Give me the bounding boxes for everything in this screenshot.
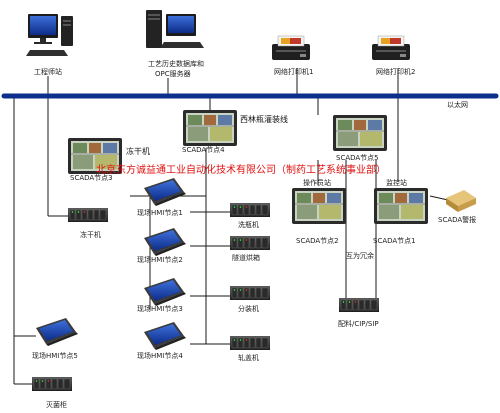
scada4-label: SCADA节点4 xyxy=(182,146,225,154)
hmi-node-4: 现场HMI节点4 xyxy=(137,322,186,360)
plc-rack-icon xyxy=(67,207,109,223)
washer-label: 洗瓶机 xyxy=(238,220,259,229)
scada-panel-icon xyxy=(332,114,388,152)
history-opc-server: 工艺历史数据库和 OPC服务器 xyxy=(146,10,204,78)
scada-node-1: 监控站 SCADA节点1 xyxy=(373,178,429,245)
hmi-node-3: 现场HMI节点3 xyxy=(137,278,186,313)
network-printer-2: 网络打印机2 xyxy=(371,35,415,76)
freeze-cabinet-label: 灭菌柜 xyxy=(46,400,67,409)
network-printer-1: 网络打印机1 xyxy=(271,35,313,76)
history-server-label-line2: OPC服务器 xyxy=(155,69,191,78)
batching-label: 配料/CIP/SIP xyxy=(338,319,379,328)
redundant-label: 互为冗余 xyxy=(346,251,374,260)
batching-plc: 配料/CIP/SIP xyxy=(338,297,380,328)
dryer-title: 冻干机 xyxy=(126,146,150,156)
hmi-node-1: 现场HMI节点1 xyxy=(137,178,186,217)
capper-label: 轧盖机 xyxy=(238,353,259,362)
dryer-plc: 冻干机 xyxy=(67,207,109,239)
hmi-touch-panel-icon xyxy=(144,322,186,350)
engineer-station: 工程师站 xyxy=(26,14,73,76)
hmi1-label: 现场HMI节点1 xyxy=(137,208,183,217)
plc-rack-icon xyxy=(229,335,271,351)
scada-panel-icon xyxy=(373,187,429,225)
ethernet-label: 以太网 xyxy=(447,100,468,109)
plc-rack-icon xyxy=(229,235,271,251)
history-server-label-line1: 工艺历史数据库和 xyxy=(148,59,204,68)
tunnel-oven-label: 隧道烘箱 xyxy=(232,253,260,262)
scada-node-4: 西林瓶灌装线 SCADA节点4 xyxy=(182,109,288,154)
line-title: 西林瓶灌装线 xyxy=(240,114,288,124)
scada3-label: SCADA节点3 xyxy=(70,174,113,182)
hmi4-label: 现场HMI节点4 xyxy=(137,351,183,360)
scada-node-5: SCADA节点5 xyxy=(332,114,388,162)
freeze-cabinet-plc: 灭菌柜 xyxy=(31,376,73,409)
network-printer-icon xyxy=(271,35,311,61)
plc-rack-icon xyxy=(229,202,271,218)
plc-rack-icon xyxy=(31,376,73,392)
scada-alarm-label: SCADA警报 xyxy=(438,215,476,224)
hmi5-label: 现场HMI节点5 xyxy=(32,351,78,360)
scada2-label: SCADA节点2 xyxy=(296,237,339,245)
printer1-label: 网络打印机1 xyxy=(274,67,313,76)
scada-node-2: 操作员站 SCADA节点2 xyxy=(291,178,347,245)
tunnel-oven-plc: 隧道烘箱 xyxy=(229,235,271,262)
scada-panel-icon xyxy=(182,109,238,147)
hmi3-label: 现场HMI节点3 xyxy=(137,304,183,313)
hmi2-label: 现场HMI节点2 xyxy=(137,255,183,264)
company-watermark: 北京东方诚益通工业自动化技术有限公司（制药工艺系统事业部） xyxy=(96,163,386,176)
hmi-node-2: 现场HMI节点2 xyxy=(137,228,186,264)
monitor-station-label: 监控站 xyxy=(386,178,407,187)
washer-plc: 洗瓶机 xyxy=(229,202,271,229)
dryer-plc-label: 冻干机 xyxy=(80,230,101,239)
hmi-node-5: 现场HMI节点5 xyxy=(32,318,78,360)
engineer-station-label: 工程师站 xyxy=(34,67,62,76)
filler-label: 分装机 xyxy=(238,304,259,313)
network-printer-icon xyxy=(371,35,411,61)
filler-plc: 分装机 xyxy=(229,285,271,313)
alarm-box-icon xyxy=(446,190,476,212)
operator-station-label: 操作员站 xyxy=(303,178,331,187)
printer2-label: 网络打印机2 xyxy=(376,67,415,76)
scada-alarm: SCADA警报 xyxy=(438,190,476,224)
desktop-computer-icon xyxy=(26,14,73,56)
plc-rack-icon xyxy=(338,297,380,313)
scada-node-3: 冻干机 SCADA节点3 xyxy=(67,137,150,182)
plc-rack-icon xyxy=(229,285,271,301)
tower-server-icon xyxy=(146,10,204,48)
capper-plc: 轧盖机 xyxy=(229,335,271,362)
hmi-touch-panel-icon xyxy=(36,318,78,346)
scada5-label: SCADA节点5 xyxy=(336,154,379,162)
scada1-label: SCADA节点1 xyxy=(373,237,416,245)
scada-panel-icon xyxy=(291,187,347,225)
